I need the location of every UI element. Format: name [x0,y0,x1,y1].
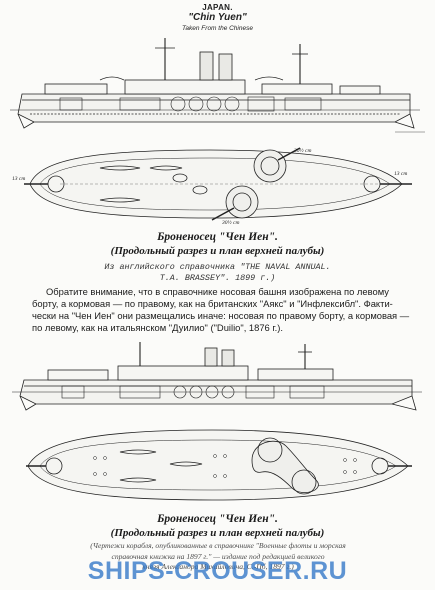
drawing-1-source-line-2: T.A. BRASSEY". 1899 г.) [159,273,276,283]
drawing-1-subtitle: (Продольный разрез и план верхней палубы… [110,245,325,257]
note-line: по левому, как на итальянском "Дуилио" (… [32,322,283,333]
drawing-1-title: Броненосец "Чен Иен". [157,231,278,243]
drawing-1-source-line-1: Из английского справочника "THE NAVAL AN… [104,262,331,272]
note-line: Обратите внимание, что в справочнике нос… [46,286,389,297]
drawing-1-deck-plan: 13 cm 13 cm 30½ cm 30½ cm [12,147,412,226]
note-line: борту, а кормовая — по правому, как на б… [32,298,393,309]
header-ship-name: "Chin Yuen" [188,12,247,23]
note-line: чески на "Чен Иен" они размещались иначе… [32,310,410,321]
header-country: JAPAN. [202,3,233,12]
footer-line: справочная книжка на 1897 г." — издание … [111,551,325,561]
footer-note: (Чертежи корабля, опубликованные в справ… [22,541,414,573]
drawing-2-subtitle: (Продольный разрез и план верхней палубы… [110,527,325,539]
drawing-2-deck-plan [26,429,412,501]
note-paragraph: Обратите внимание, что в справочнике нос… [32,286,410,334]
footer-line: князя Александра Михайловича, С.-Пб, 189… [142,562,294,571]
drawing-2-profile [12,342,422,411]
drawing-2-title: Броненосец "Чен Иен". [157,513,278,525]
header-note: Taken From the Chinese [182,25,253,32]
label-stern-gun: 13 cm [12,176,25,182]
watermark: SHIPS-CROUSER.RU [87,557,348,585]
footer-line: (Чертежи корабля, опубликованные в справ… [90,541,346,550]
drawing-1-profile [10,38,425,133]
label-bow-gun: 13 cm [394,171,407,177]
label-turret-a: 30½ cm [293,147,311,154]
label-turret-b: 30½ cm [221,219,239,226]
